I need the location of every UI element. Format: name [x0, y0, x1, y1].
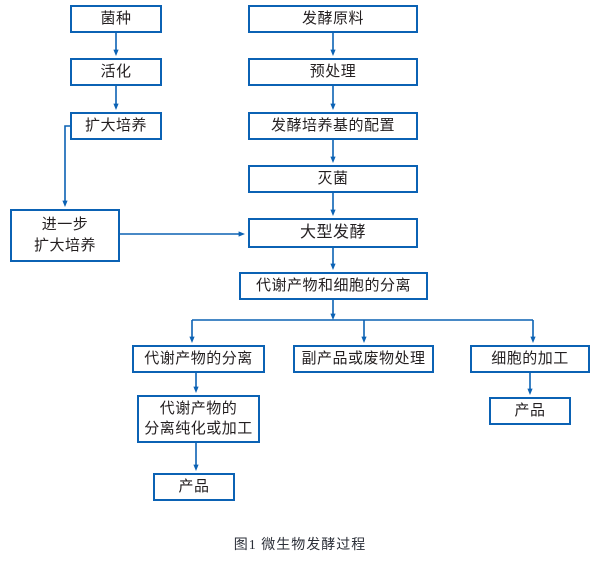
node-metabolite-cell-separation: 代谢产物和细胞的分离	[239, 272, 428, 300]
node-expand-culture: 扩大培养	[70, 112, 162, 140]
node-product-right: 产品	[489, 397, 571, 425]
node-pretreatment: 预处理	[248, 58, 418, 86]
node-metabolite-separation: 代谢产物的分离	[132, 345, 265, 373]
figure-caption: 图1 微生物发酵过程	[233, 538, 367, 553]
node-seed-strain: 菌种	[70, 5, 162, 33]
node-metabolite-purification: 代谢产物的 分离纯化或加工	[137, 395, 260, 443]
node-medium-preparation: 发酵培养基的配置	[248, 112, 418, 140]
node-cell-processing: 细胞的加工	[470, 345, 590, 373]
node-byproduct-waste-treatment: 副产品或废物处理	[293, 345, 434, 373]
node-sterilization: 灭菌	[248, 165, 418, 193]
node-fermentation-material: 发酵原料	[248, 5, 418, 33]
node-further-expand-culture: 进一步 扩大培养	[10, 209, 120, 262]
node-large-fermentation: 大型发酵	[248, 218, 418, 248]
node-product-left: 产品	[153, 473, 235, 501]
node-activation: 活化	[70, 58, 162, 86]
